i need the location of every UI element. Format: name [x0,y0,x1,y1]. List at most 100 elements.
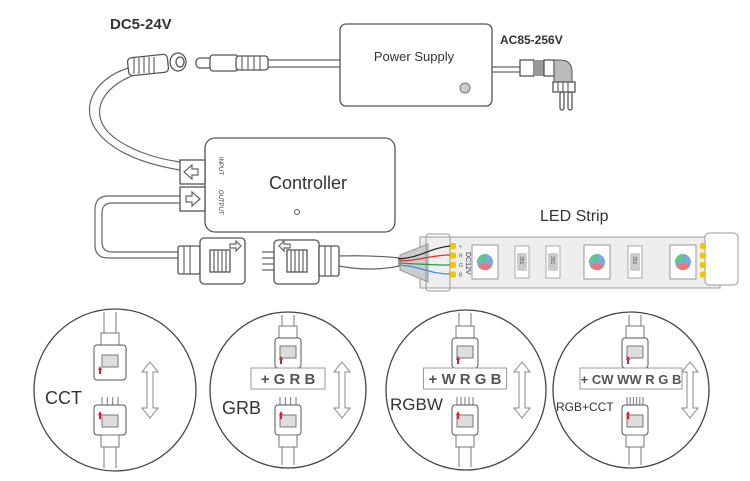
plug-strain-relief [278,325,298,339]
rgb-led [471,244,499,280]
plug-strain-relief [455,325,475,339]
dc-cable [89,67,181,171]
wire-green [397,262,451,266]
cable [458,447,472,467]
pin-label: G [459,263,463,269]
pin-order-box [579,367,683,390]
detail-view-rgbw: + W R G B RGBW [385,309,547,471]
wire-black [397,245,451,260]
solder-pad [450,252,456,259]
detail-view-label: RGB+CCT [556,400,614,414]
solder-pad [450,243,456,249]
strip-cable [338,255,401,270]
polarity-marker-icon [456,411,460,419]
detail-circle [33,308,197,472]
led-strip-label: LED Strip [540,208,609,225]
double-arrow-icon [512,361,532,419]
double-arrow-icon [680,361,700,419]
plug-strain-relief [100,332,120,346]
ac-plug [492,59,576,111]
solder-pad [700,243,706,249]
pin-order-label: + W R G B [429,371,502,388]
pin-order-box [423,367,507,390]
dc-male-plug [195,54,340,72]
solder-pad [450,262,456,268]
female-connector [177,237,246,285]
input-label: INPUT [217,157,223,175]
svg-text:351: 351 [549,256,555,265]
solder-pad [700,252,706,259]
plug-window [456,414,474,428]
rgb-led [669,244,697,280]
detail-circle [552,311,710,469]
plug-strain-relief [625,325,645,339]
detail-view-cct: CCT [33,308,197,472]
pin-order-label: + G R B [261,371,316,388]
pin-label: B [459,273,463,279]
polarity-marker-icon [456,356,460,364]
polarity-marker-icon [626,356,630,364]
arrow-icon [229,239,242,253]
plug-window [626,345,644,359]
resistor: 351 [545,245,561,279]
solder-pad [700,262,706,268]
input-arrow-icon [183,163,199,181]
plug-strain-relief [455,434,475,448]
dc-voltage-label: DC5-24V [110,16,172,33]
pin-order-box [250,367,326,390]
controller-label: Controller [269,173,347,193]
double-arrow-icon [332,361,352,419]
dc-female-jack [126,52,187,77]
plug-window [279,345,297,359]
polarity-marker-icon [279,411,283,419]
plug-window [101,414,119,428]
plug-window [456,345,474,359]
wire-red [397,254,451,262]
wire-blue [397,264,451,275]
male-connector [262,239,340,285]
polarity-marker-icon [98,411,102,419]
detail-circle [385,309,547,471]
power-indicator [459,82,471,94]
plug-window [626,414,644,428]
plug-window [101,354,119,368]
output-arrow-icon [185,190,201,208]
detail-view-label: RGBW [390,395,443,414]
resistor: 351 [627,245,643,279]
plug-strain-relief [625,434,645,448]
double-arrow-icon [140,361,160,419]
strip-end-cap [704,232,739,286]
detail-circle [209,311,367,469]
power-supply-label: Power Supply [374,49,455,64]
pin-label: + [459,244,462,250]
polarity-marker-icon [626,411,630,419]
output-cable [94,195,180,259]
controller: Controller INPUT OUTPUT [179,137,396,233]
rgb-led [583,244,611,280]
detail-view-label: CCT [45,388,82,408]
svg-text:351: 351 [518,256,524,265]
cable [628,447,642,465]
cable [281,447,295,465]
pin-label: R [459,254,463,260]
ac-voltage-label: AC85-256V [500,33,563,47]
cable [103,447,117,468]
detail-view-label: GRB [222,398,261,418]
strip-voltage-label: DC12V [464,252,471,275]
power-supply: Power Supply [339,23,493,107]
polarity-marker-icon [279,356,283,364]
plug-strain-relief [278,434,298,448]
solder-pad [450,271,456,278]
polarity-marker-icon [98,366,102,374]
plug-strain-relief [100,434,120,448]
led-strip: DC12V + RGB 351 351 351 [397,232,739,292]
arrow-icon [278,239,291,253]
output-label: OUTPUT [217,190,223,215]
resistor: 351 [514,245,530,279]
output-port [179,186,206,212]
plug-window [279,414,297,428]
